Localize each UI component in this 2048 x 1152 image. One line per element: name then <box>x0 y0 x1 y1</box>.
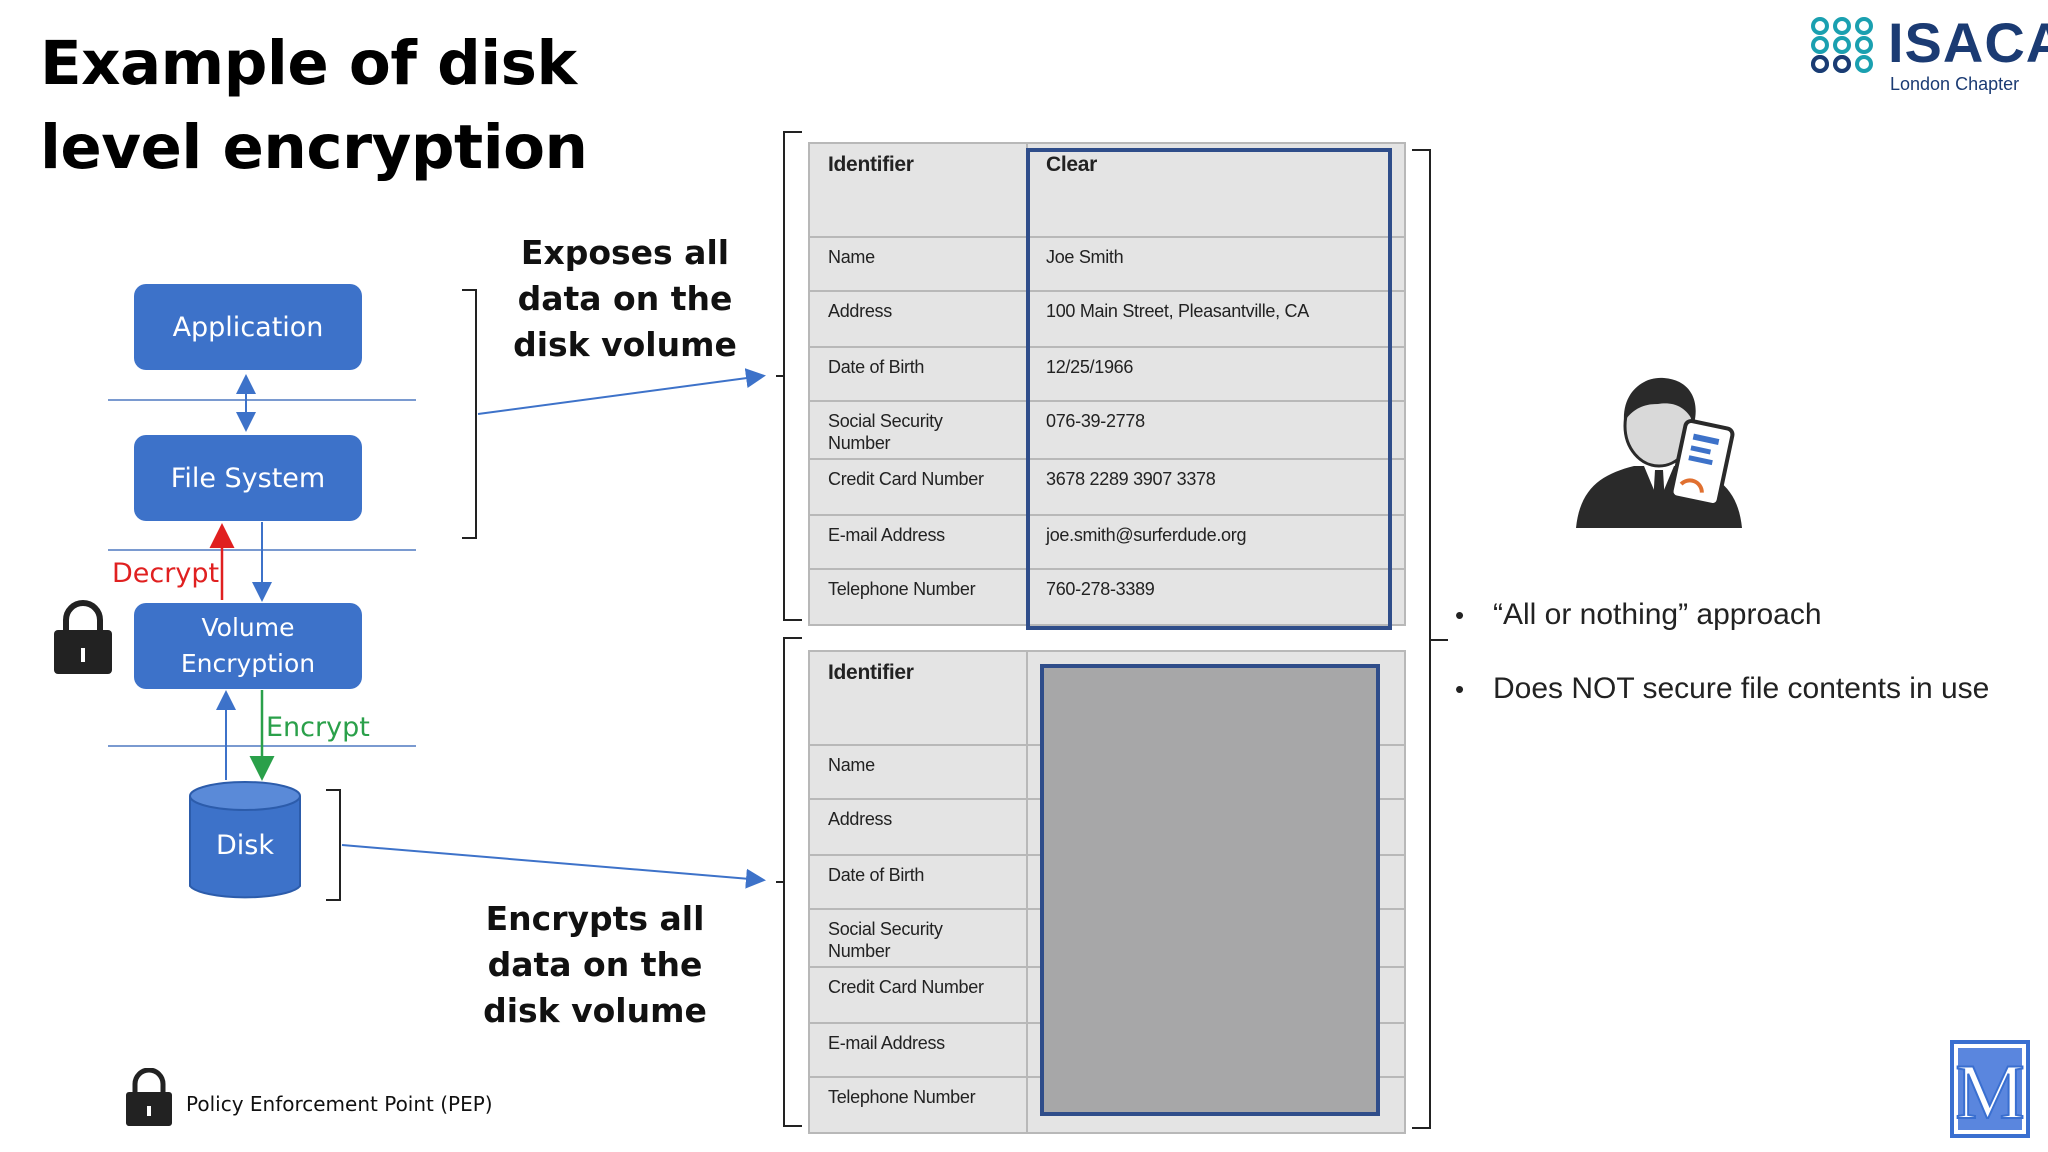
table-header-identifier: Identifier <box>808 142 1028 238</box>
row-identifier: Name <box>808 236 1028 292</box>
callout-encrypts-line1: Encrypts all <box>485 899 705 938</box>
table-row: Address 100 Main Street, Pleasantville, … <box>808 290 1406 348</box>
file-system-layer: File System <box>134 435 362 521</box>
bullet-text: “All or nothing” approach <box>1493 598 1822 631</box>
m-badge-letter: M <box>1955 1048 2024 1135</box>
row-identifier: Address <box>808 798 1028 856</box>
row-identifier: Telephone Number <box>808 1076 1028 1134</box>
bullet-item: • “All or nothing” approach <box>1455 598 1822 631</box>
row-identifier: Credit Card Number <box>808 966 1028 1024</box>
title-line-2: level encryption <box>40 112 588 183</box>
volume-label-line1: Volume <box>201 613 295 642</box>
row-identifier: Telephone Number <box>808 568 1028 626</box>
m-logo-badge-icon: M <box>1950 1040 2030 1138</box>
encrypted-redaction-block <box>1040 664 1380 1116</box>
row-value: 076-39-2778 <box>1026 400 1406 460</box>
clear-column-highlight <box>1026 148 1392 630</box>
application-label: Application <box>172 311 324 343</box>
row-identifier: Social Security Number <box>808 908 1028 968</box>
table-header-identifier: Identifier <box>808 650 1028 746</box>
bullet-text: Does NOT secure file contents in use <box>1493 672 1990 705</box>
callout-exposes: Exposes all data on the disk volume <box>500 230 750 368</box>
encrypt-label: Encrypt <box>266 712 370 743</box>
clear-data-table: Identifier Clear Name Joe Smith Address … <box>808 142 1406 626</box>
disk-label: Disk <box>216 830 274 861</box>
bullet-item: • Does NOT secure file contents in use <box>1455 672 1990 705</box>
row-value: 3678 2289 3907 3378 <box>1026 458 1406 516</box>
bullet-list: • “All or nothing” approach • Does NOT s… <box>1455 578 2035 726</box>
callout-encrypts-line2: data on the <box>487 945 703 984</box>
title-line-1: Example of disk <box>40 28 577 99</box>
row-identifier: Date of Birth <box>808 854 1028 910</box>
table-row: Telephone Number 760-278-3389 <box>808 568 1406 626</box>
volume-encryption-layer: Volume Encryption <box>134 603 362 689</box>
table-header-clear: Clear <box>1026 142 1406 238</box>
volume-label-line2: Encryption <box>180 649 316 678</box>
decrypt-label: Decrypt <box>112 558 220 589</box>
table-row: E-mail Address joe.smith@surferdude.org <box>808 514 1406 570</box>
row-value: 760-278-3389 <box>1026 568 1406 626</box>
row-value: 100 Main Street, Pleasantville, CA <box>1026 290 1406 348</box>
logo-chapter: London Chapter <box>1890 74 2020 94</box>
row-identifier: Social Security Number <box>808 400 1028 460</box>
row-value: 12/25/1966 <box>1026 346 1406 402</box>
application-layer: Application <box>134 284 362 370</box>
slide-title: Example of disk level encryption <box>40 22 600 190</box>
row-identifier: Name <box>808 744 1028 800</box>
user-with-phone-icon <box>1576 377 1742 528</box>
row-identifier: Credit Card Number <box>808 458 1028 516</box>
pep-legend-label: Policy Enforcement Point (PEP) <box>186 1092 493 1116</box>
callout-exposes-line2: data on the <box>517 279 733 318</box>
callout-exposes-line1: Exposes all <box>520 233 730 272</box>
callout-exposes-line3: disk volume <box>513 325 737 364</box>
callout-encrypts: Encrypts all data on the disk volume <box>470 896 720 1034</box>
pep-padlock-icon <box>126 1068 172 1126</box>
callout-encrypts-line3: disk volume <box>483 991 707 1030</box>
table-row: Credit Card Number 3678 2289 3907 3378 <box>808 458 1406 516</box>
logo-name: ISACA <box>1888 11 2048 74</box>
row-identifier: Address <box>808 290 1028 348</box>
disk-cylinder <box>189 796 301 899</box>
row-value: Joe Smith <box>1026 236 1406 292</box>
row-identifier: Date of Birth <box>808 346 1028 402</box>
row-identifier: E-mail Address <box>808 1022 1028 1078</box>
isaca-logo-icon <box>1811 17 1873 73</box>
padlock-icon <box>54 600 112 674</box>
row-identifier: E-mail Address <box>808 514 1028 570</box>
table-row: Date of Birth 12/25/1966 <box>808 346 1406 402</box>
table-row: Social Security Number 076-39-2778 <box>808 400 1406 460</box>
file-system-label: File System <box>170 462 326 494</box>
table-row: Name Joe Smith <box>808 236 1406 292</box>
row-value: joe.smith@surferdude.org <box>1026 514 1406 570</box>
